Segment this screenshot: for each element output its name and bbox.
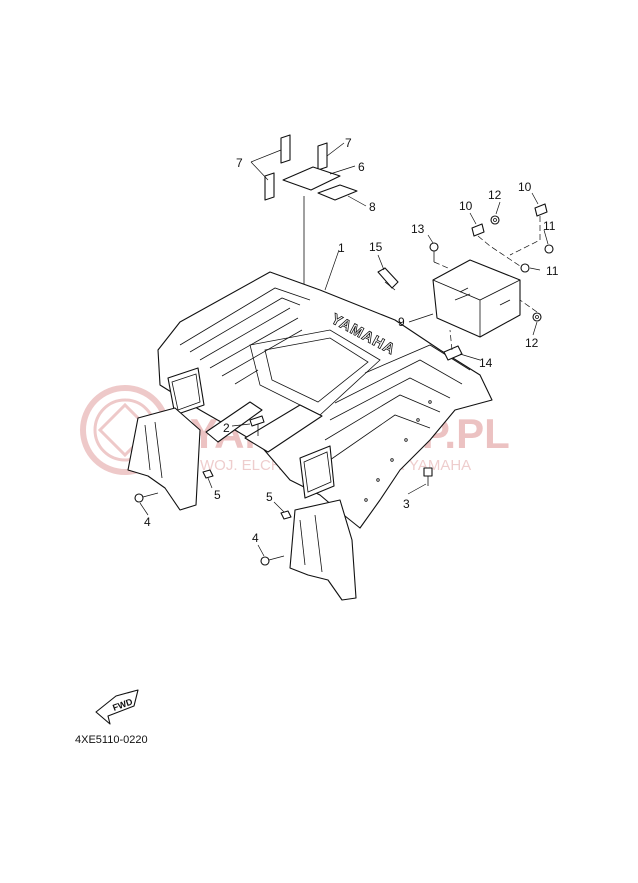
callout-12-lower: 12 [525, 336, 539, 350]
callout-7-left: 7 [236, 156, 243, 170]
screw-part-3 [423, 467, 433, 486]
screw-part-4-right [260, 555, 285, 566]
rear-fender-part-1: YAMAHA [157, 271, 493, 529]
screw-part-4-left [134, 492, 159, 503]
callout-10-right: 10 [518, 180, 532, 194]
leader-lines [139, 142, 549, 557]
callout-14: 14 [479, 356, 493, 370]
mudflap-left [127, 407, 201, 511]
nut-part-5-right [280, 510, 292, 520]
clip-part-10-left [471, 223, 485, 237]
callout-6: 6 [358, 160, 365, 174]
callout-11-upper: 11 [543, 219, 556, 233]
washer-part-12-lower [532, 312, 542, 322]
callout-9: 9 [398, 315, 405, 329]
bracket-part-14 [443, 345, 463, 361]
pad-part-7-lower [264, 172, 275, 201]
callout-11-lower: 11 [546, 264, 559, 278]
callout-3: 3 [403, 497, 410, 511]
callout-15: 15 [369, 240, 383, 254]
pad-part-7-upper-left [280, 134, 291, 164]
bolt-part-11-upper [544, 244, 554, 254]
callout-4-left: 4 [144, 515, 151, 529]
callout-5-left: 5 [214, 488, 221, 502]
clip-part-10-right [534, 203, 548, 217]
callout-8: 8 [369, 200, 376, 214]
fwd-arrow-icon: FWD [95, 689, 139, 725]
pad-part-7-upper-right [317, 142, 328, 171]
mudflap-right [289, 499, 357, 601]
bolt-part-11-lower [520, 263, 530, 273]
nut-part-5-left [202, 469, 214, 479]
callout-4-right: 4 [252, 531, 259, 545]
callout-10-left: 10 [459, 199, 473, 213]
storage-box-part-9 [432, 259, 521, 338]
callout-1: 1 [338, 241, 345, 255]
callout-7-right: 7 [345, 136, 352, 150]
plate-part-6 [282, 166, 341, 191]
fender-bracket [205, 401, 323, 453]
washer-part-12-upper [490, 215, 500, 225]
bolt-part-13 [429, 242, 439, 262]
callout-12-upper: 12 [488, 188, 502, 202]
callout-2: 2 [223, 421, 230, 435]
diagram-code: 4XE5110-0220 [75, 734, 148, 746]
clip-part-15 [377, 267, 399, 291]
plate-part-8 [317, 184, 358, 201]
screw-part-2 [249, 415, 265, 436]
callout-13: 13 [411, 222, 425, 236]
callout-5-right: 5 [266, 490, 273, 504]
